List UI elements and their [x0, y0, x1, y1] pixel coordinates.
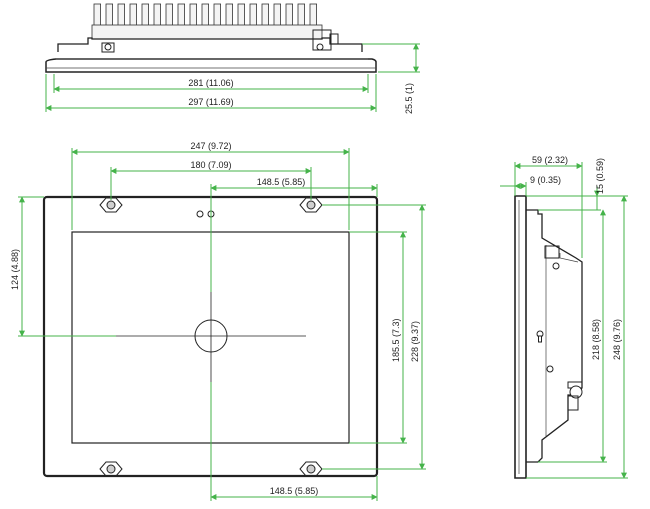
heatsink-fin [309, 3, 317, 27]
side-housing-inner [545, 245, 579, 436]
dim-180-label: 180 (7.09) [190, 160, 231, 170]
center-circle [194, 319, 228, 353]
housing-back [57, 37, 363, 52]
led-left [196, 210, 204, 218]
heatsink-fin [297, 3, 305, 27]
keyhole-icon [536, 330, 544, 343]
heatsink-base [91, 24, 323, 40]
heatsink-fin [273, 3, 281, 27]
heatsink-fin [201, 3, 209, 27]
dim-248-label: 248 (9.76) [612, 319, 622, 360]
connector-right [312, 29, 332, 51]
heatsink-fin [249, 3, 257, 27]
heatsink-fin [213, 3, 221, 27]
heatsink-fin [225, 3, 233, 27]
dim-218-label: 218 (8.58) [591, 319, 601, 360]
dim-148-top-label: 148.5 (5.85) [257, 177, 306, 187]
screw-top-left [99, 197, 123, 213]
top-view: 281 (11.06) 297 (11.69) 25.5 (1) [45, 3, 420, 114]
screw-bottom-right [299, 461, 323, 477]
heatsink-fin [129, 3, 137, 27]
dim-59-label: 59 (2.32) [532, 155, 568, 165]
heatsink-fin [105, 3, 113, 27]
side-screw-bottom [546, 365, 554, 373]
heatsink-fin [261, 3, 269, 27]
screw-top-right [299, 197, 323, 213]
heatsink-fin [93, 3, 101, 27]
dim-185-label: 185.5 (7.3) [391, 318, 401, 362]
dim-15-label: 15 (0.59) [595, 158, 605, 194]
connector-left [101, 42, 115, 53]
dim-9-label: 9 (0.35) [530, 175, 561, 185]
dim-247-label: 247 (9.72) [190, 141, 231, 151]
screw-bottom-left [99, 461, 123, 477]
dim-25-label: 25.5 (1) [404, 83, 414, 114]
side-view: 59 (2.32) 9 (0.35) 15 (0.59) 218 (8.58) … [500, 155, 628, 479]
front-view: 247 (9.72) 180 (7.09) 148.5 (5.85) 124 (… [10, 141, 426, 501]
heatsink-fin [285, 3, 293, 27]
side-screw-top [552, 262, 560, 270]
heatsink-fin [117, 3, 125, 27]
dim-148-bottom-label: 148.5 (5.85) [270, 486, 319, 496]
side-bracket [544, 245, 560, 259]
dim-281-label: 281 (11.06) [188, 78, 233, 88]
bezel-top-view [45, 58, 377, 73]
mount-hole-left [104, 43, 112, 51]
heatsink-fin [177, 3, 185, 27]
mount-hole-right [316, 43, 324, 51]
dim-124-label: 124 (4.88) [10, 249, 20, 290]
heatsink-fin [165, 3, 173, 27]
heatsink-fins [93, 3, 317, 27]
side-bezel [514, 195, 527, 479]
heatsink-fin [153, 3, 161, 27]
dim-297-label: 297 (11.69) [188, 97, 233, 107]
heatsink-fin [237, 3, 245, 27]
heatsink-fin [141, 3, 149, 27]
side-housing [526, 209, 583, 463]
dim-228-label: 228 (9.37) [410, 321, 420, 362]
heatsink-fin [189, 3, 197, 27]
side-connector [567, 381, 583, 411]
